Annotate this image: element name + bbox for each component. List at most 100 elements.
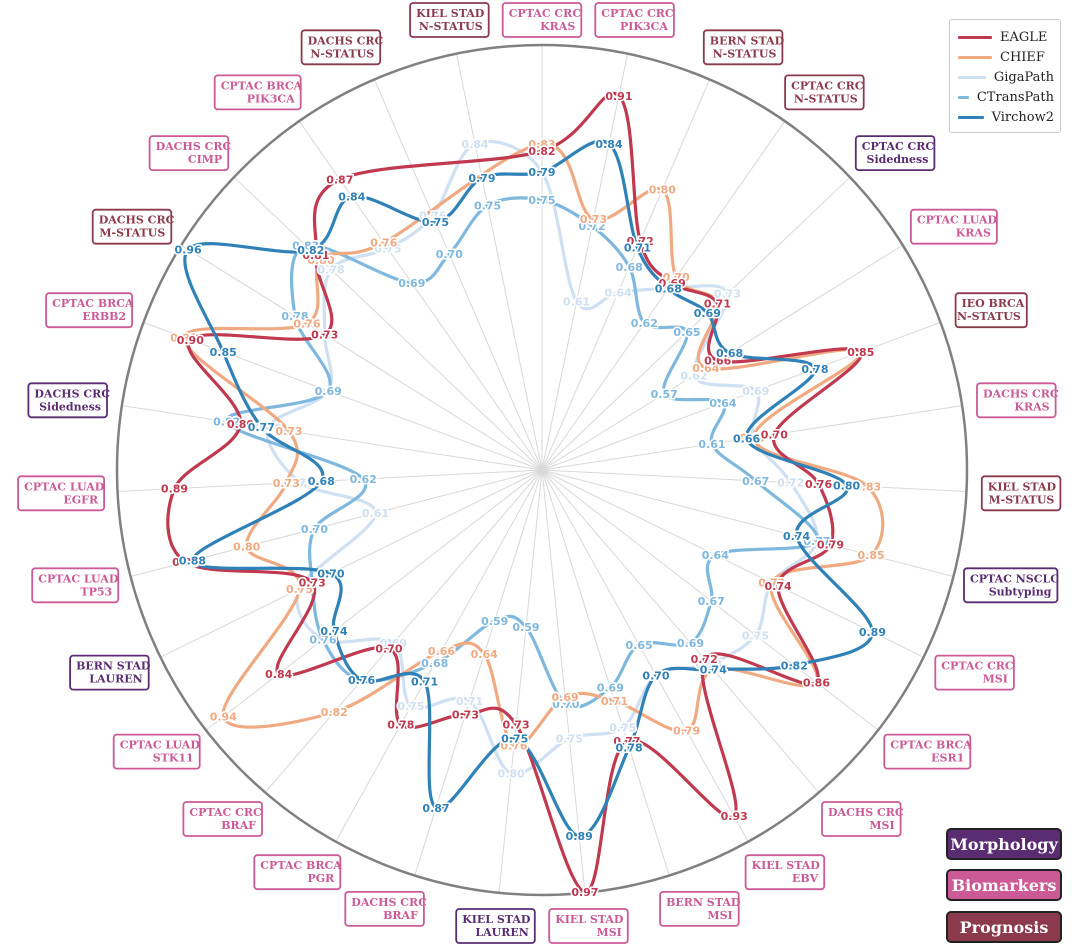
data-label-virchow2: 0.96 — [175, 243, 202, 256]
data-label-gigapath: 0.84 — [461, 138, 488, 151]
data-label-chief: 0.76 — [293, 318, 320, 331]
axis-label-box — [112, 733, 201, 770]
data-label-eagle: 0.70 — [375, 642, 402, 655]
axis-label-box — [27, 382, 108, 419]
radar-spoke — [541, 469, 670, 876]
axis-label-box — [31, 567, 120, 604]
data-label-gigapath: 0.73 — [311, 329, 338, 342]
axis-label-text: BERN STAD — [666, 896, 741, 909]
data-label-chief: 0.76 — [370, 237, 397, 250]
axis-label-text: DACHS CRC — [308, 34, 384, 47]
data-label-ctranspath: 0.70 — [552, 698, 579, 711]
legend-label: Virchow2 — [991, 109, 1054, 125]
axis-label-text: CPTAC BRCA — [260, 859, 342, 872]
data-label-ctranspath: 0.75 — [528, 194, 555, 207]
data-label-virchow2: 0.82 — [297, 244, 324, 257]
data-label-ctranspath: 0.70 — [301, 523, 328, 536]
data-label-gigapath: 0.71 — [456, 695, 483, 708]
data-label-eagle: 0.80 — [227, 418, 254, 431]
axis-label-box — [976, 382, 1057, 419]
axis-label-text: Sidedness — [39, 400, 101, 413]
data-label-eagle: 0.82 — [528, 145, 555, 158]
axis-label-box — [300, 29, 382, 66]
axis-label-text: CPTAC LUAD — [24, 480, 105, 493]
radar-spoke — [233, 176, 543, 471]
data-label-eagle: 0.73 — [503, 719, 530, 732]
data-label-eagle: 0.89 — [172, 556, 199, 569]
data-label-virchow2: 0.80 — [833, 479, 860, 492]
axis-label-box — [963, 567, 1059, 604]
data-label-chief: 0.83 — [854, 481, 881, 494]
axis-label-text: MSI — [869, 819, 894, 832]
axis-label-text: EGFR — [63, 493, 99, 506]
legend-swatch — [958, 35, 992, 39]
axis-label-text: DACHS CRC — [983, 387, 1059, 400]
axis-label-text: N-STATUS — [957, 310, 1021, 323]
radar-spoke — [541, 176, 851, 471]
data-label-virchow2: 0.79 — [468, 172, 495, 185]
data-label-gigapath: 0.75 — [556, 733, 583, 746]
data-label-eagle: 0.85 — [847, 346, 874, 359]
data-label-gigapath: 0.73 — [714, 288, 741, 301]
axis-label-text: MSI — [707, 909, 732, 922]
axis-label-text: KIEL STAD — [462, 913, 531, 926]
axis-label-text: CPTAC CRC — [189, 806, 262, 819]
axis-label-text: N-STATUS — [419, 20, 483, 33]
data-label-chief: 0.85 — [858, 549, 885, 562]
legend-swatch — [958, 75, 986, 79]
axis-label-text: CPTAC BRCA — [890, 739, 972, 752]
axis-label-text: DACHS CRC — [351, 896, 427, 909]
category-badge-prognosis: Prognosis — [946, 911, 1062, 943]
axis-label-text: BERN STAD — [710, 34, 785, 47]
axis-label-box — [455, 908, 536, 944]
data-label-virchow2: 0.71 — [411, 676, 438, 689]
data-label-ctranspath: 0.62 — [631, 317, 658, 330]
data-label-eagle: 0.90 — [177, 334, 204, 347]
legend-swatch — [958, 95, 969, 99]
legend-label: GigaPath — [993, 69, 1054, 85]
data-label-ctranspath: 0.68 — [421, 657, 448, 670]
legend-label: CTransPath — [976, 89, 1054, 105]
data-label-gigapath: 0.61 — [362, 507, 389, 520]
data-label-gigapath: 0.64 — [605, 287, 632, 300]
axis-label-text: M-STATUS — [988, 493, 1054, 506]
data-label-virchow2: 0.84 — [595, 138, 622, 151]
data-label-virchow2: 0.68 — [308, 475, 335, 488]
data-label-ctranspath: 0.76 — [348, 674, 375, 687]
data-label-virchow2: 0.79 — [528, 166, 555, 179]
data-label-chief: 0.75 — [286, 583, 313, 596]
data-label-ctranspath: 0.64 — [709, 397, 736, 410]
data-label-gigapath: 0.62 — [680, 369, 707, 382]
data-label-virchow2: 0.70 — [317, 568, 344, 581]
data-label-ctranspath: 0.69 — [677, 637, 704, 650]
data-label-virchow2: 0.74 — [320, 625, 347, 638]
data-label-gigapath: 0.70 — [642, 670, 669, 683]
legend-item-virchow2: Virchow2 — [958, 107, 1054, 127]
radar-spoke — [117, 469, 543, 493]
data-label-gigapath: 0.61 — [563, 296, 590, 309]
data-label-virchow2: 0.87 — [422, 802, 449, 815]
legend-item-eagle: EAGLE — [958, 27, 1054, 47]
data-label-gigapath: 0.75 — [374, 242, 401, 255]
data-label-ctranspath: 0.69 — [315, 385, 342, 398]
legend-label: EAGLE — [1000, 29, 1048, 45]
data-label-eagle: 0.70 — [761, 428, 788, 441]
data-label-eagle: 0.73 — [452, 708, 479, 721]
data-label-ctranspath: 0.59 — [512, 621, 539, 634]
axis-label-box — [69, 654, 150, 691]
axis-label-text: KIEL STAD — [752, 859, 821, 872]
axis-label-text: PIK3CA — [620, 20, 668, 33]
data-label-chief: 0.76 — [500, 740, 527, 753]
axis-label-text: ESR1 — [931, 752, 964, 765]
axis-label-text: DACHS CRC — [156, 140, 232, 153]
data-label-chief: 0.80 — [233, 540, 260, 553]
data-label-virchow2: 0.68 — [655, 283, 682, 296]
